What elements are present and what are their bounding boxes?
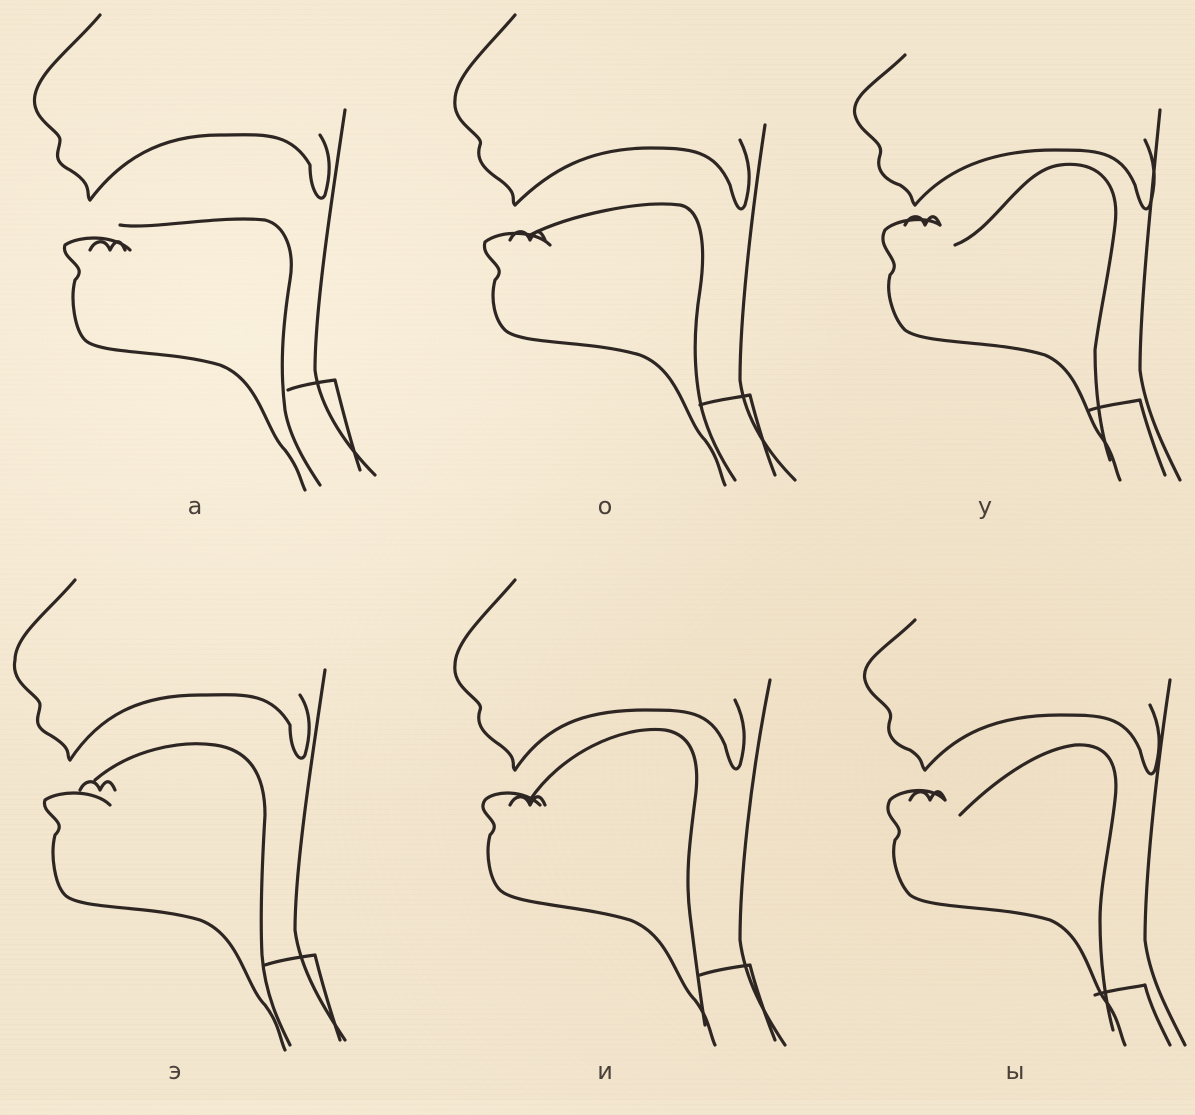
- panel-label-a: а: [165, 492, 225, 520]
- back-of-head-line: [1145, 680, 1185, 1045]
- panel-vowel-e: э: [0, 575, 400, 1115]
- vocal-tract-profile-e: [0, 575, 400, 1115]
- tongue-and-jaw: [955, 164, 1116, 460]
- vocal-tract-profile-i: [430, 575, 830, 1115]
- panel-label-y: ы: [985, 1057, 1045, 1085]
- vocal-tract-profile-u: [845, 10, 1195, 550]
- lower-lip-and-chin: [888, 791, 1125, 1045]
- panel-vowel-i: и: [430, 575, 830, 1115]
- back-of-head-line: [740, 680, 785, 1045]
- back-of-head-line: [295, 670, 345, 1040]
- larynx-line: [288, 380, 360, 470]
- lower-lip-and-chin: [64, 238, 305, 490]
- upper-face-outline: [34, 15, 100, 200]
- lower-lip-and-chin: [883, 220, 1120, 480]
- panel-vowel-o: о: [440, 10, 840, 550]
- teeth-line: [90, 242, 125, 250]
- upper-face-outline: [854, 55, 915, 205]
- panel-label-o: о: [575, 492, 635, 520]
- palate-line: [515, 700, 744, 770]
- vocal-tract-profile-a: [20, 10, 420, 550]
- upper-face-outline: [455, 580, 515, 770]
- vocal-tract-profile-y: [845, 575, 1195, 1115]
- panel-vowel-y: ы: [845, 575, 1195, 1115]
- panel-vowel-u: у: [845, 10, 1195, 550]
- vocal-tract-profile-o: [440, 10, 840, 550]
- palate-line: [925, 705, 1159, 774]
- palate-line: [90, 135, 329, 200]
- tongue-and-jaw: [530, 729, 705, 1025]
- larynx-line: [700, 965, 775, 1040]
- panel-label-e: э: [145, 1057, 205, 1085]
- panel-label-i: и: [575, 1057, 635, 1085]
- upper-face-outline: [455, 15, 515, 205]
- upper-face-outline: [14, 580, 75, 760]
- panel-vowel-a: а: [20, 10, 420, 550]
- upper-face-outline: [864, 620, 925, 770]
- lower-lip-and-chin: [483, 793, 715, 1045]
- tongue-and-jaw: [960, 745, 1116, 1030]
- palate-line: [515, 140, 749, 209]
- lower-lip-and-chin: [44, 793, 285, 1050]
- lower-lip-and-chin: [484, 233, 725, 485]
- panel-label-u: у: [955, 492, 1015, 520]
- palate-line: [70, 695, 309, 760]
- teeth-line: [80, 782, 115, 790]
